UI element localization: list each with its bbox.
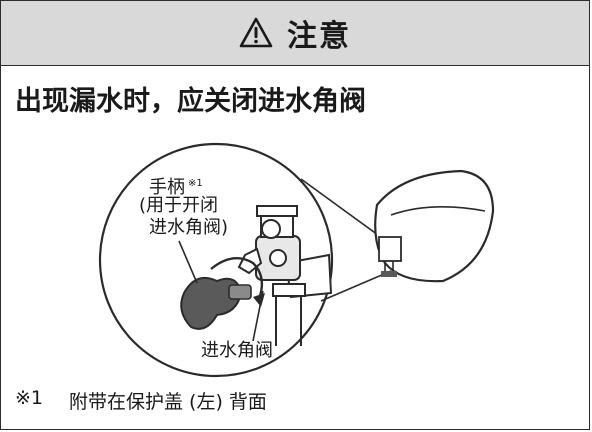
- notice-header: 注意: [1, 1, 589, 66]
- angle-valve: [237, 205, 301, 281]
- handle-footnote-ref: ※1: [188, 178, 203, 189]
- footnote-marker: ※1: [15, 387, 44, 409]
- zoom-circle: [98, 142, 334, 378]
- notice-title: 注意: [287, 19, 351, 54]
- hose: [272, 283, 306, 346]
- handle-note-line1: (用于开闭: [139, 195, 219, 216]
- handle-leader: [178, 240, 198, 284]
- valve-label: 进水角阀: [201, 340, 273, 361]
- warning-triangle-icon: [239, 17, 273, 48]
- handle-label-text: 手柄: [149, 177, 185, 198]
- footnote: ※1 附带在保护盖 (左) 背面: [15, 387, 267, 414]
- zoom-connector-top: [300, 178, 390, 244]
- handle-note-line2: 进水角阀): [149, 217, 229, 238]
- valve-leader: [252, 290, 264, 342]
- zoom-connector-bottom: [320, 270, 392, 302]
- toilet-unit: [374, 169, 495, 283]
- footnote-text: 附带在保护盖 (左) 背面: [69, 391, 267, 413]
- valve-handle: [180, 277, 252, 330]
- notice-headline: 出现漏水时，应关闭进水角阀: [15, 86, 366, 117]
- handle-label: 手柄※1: [149, 173, 203, 199]
